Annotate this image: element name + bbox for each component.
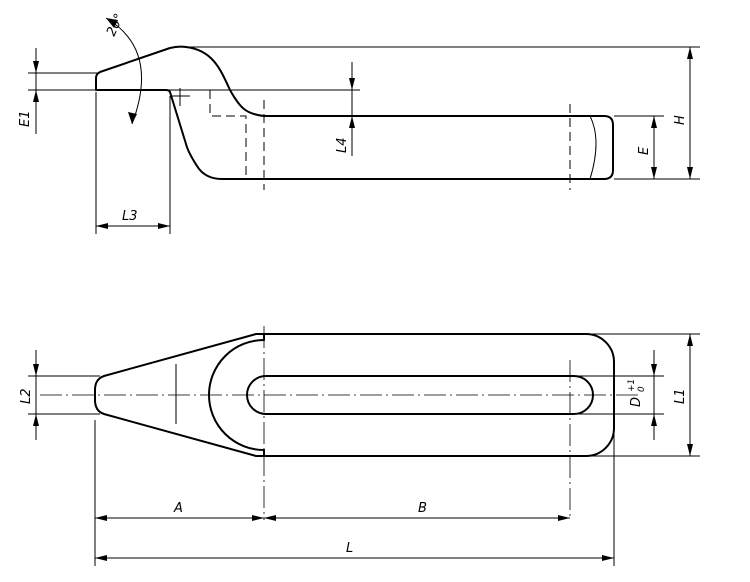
- side-slot-edge: [589, 115, 597, 180]
- B-label: B: [418, 501, 427, 516]
- E1-label: E1: [18, 111, 33, 128]
- dim-E: E: [614, 115, 700, 180]
- dim-L1: L1: [590, 333, 700, 457]
- L1-label: L1: [673, 388, 688, 404]
- L-label: L: [346, 541, 353, 556]
- dim-L4: L4: [335, 62, 355, 156]
- side-view-outline: [95, 45, 614, 180]
- dim-A: A: [94, 420, 264, 566]
- D-label: D: [629, 397, 644, 407]
- angle-arrow-top: [106, 18, 118, 28]
- dim-D: D +1 0: [578, 350, 664, 440]
- H-label: H: [673, 115, 688, 125]
- dim-L2: L2: [19, 350, 100, 440]
- A-label: A: [173, 501, 183, 516]
- angle-label: 20°: [104, 11, 127, 38]
- dim-B: B: [264, 501, 570, 521]
- slot-outline: [246, 375, 594, 415]
- dim-L: L: [95, 430, 615, 566]
- dim-H: H: [186, 46, 700, 179]
- side-hidden-contour: [209, 90, 247, 179]
- D-tol-plus: +1: [627, 379, 637, 392]
- dim-E1: E1: [18, 48, 360, 134]
- angle-arrow-bottom: [128, 112, 137, 124]
- side-view: [95, 45, 614, 190]
- L3-label: L3: [122, 209, 138, 224]
- angle-arc: [105, 17, 143, 125]
- E-label: E: [637, 146, 652, 155]
- L4-label: L4: [335, 137, 350, 153]
- dim-L3: L3: [95, 92, 171, 234]
- D-tol-zero: 0: [637, 386, 647, 392]
- top-view: [40, 326, 640, 520]
- L2-label: L2: [19, 388, 34, 404]
